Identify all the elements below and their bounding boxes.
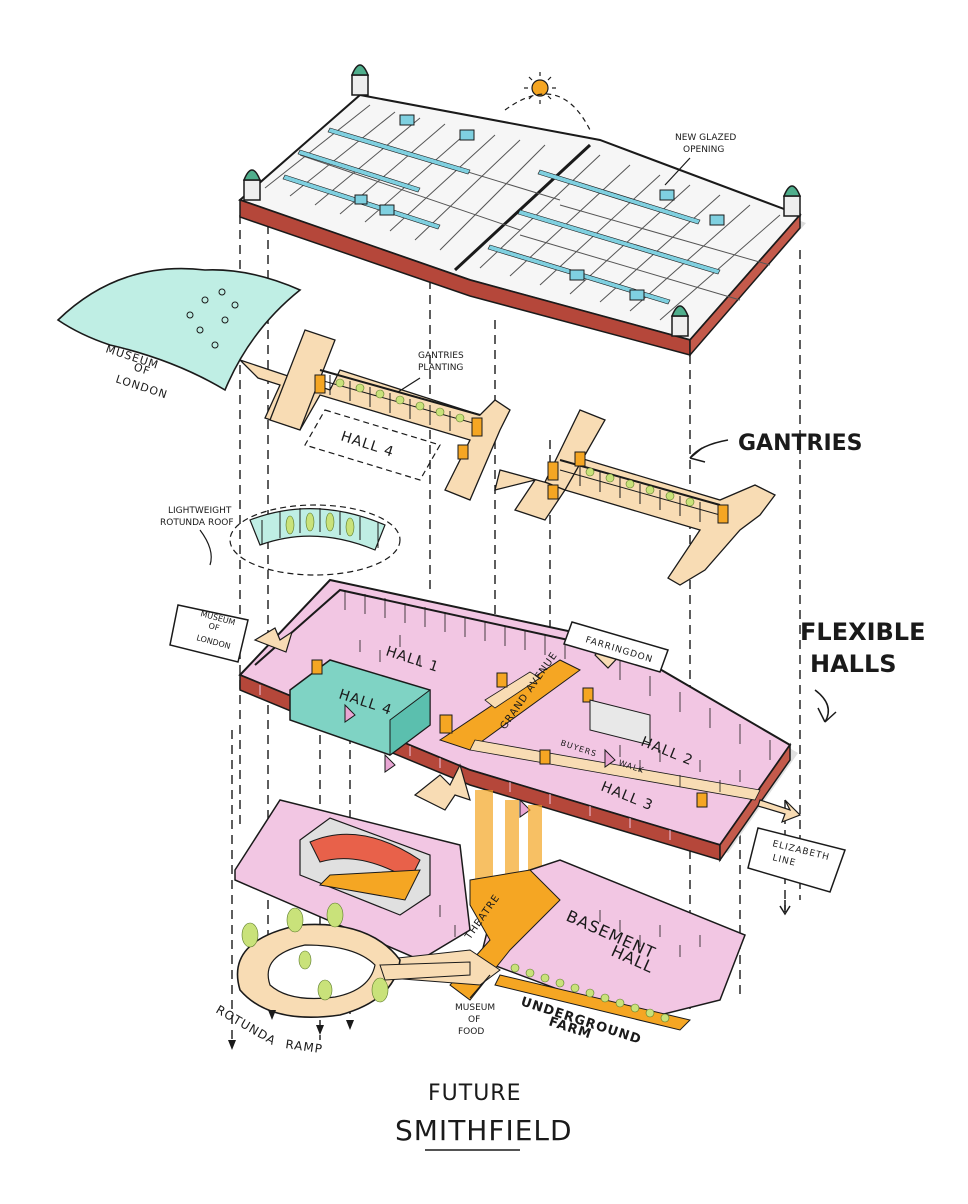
label-museum-london-mid-2: OF: [207, 621, 220, 633]
label-museum-food-2: OF: [468, 1015, 480, 1025]
flexible-halls-heading: FLEXIBLE HALLS: [800, 618, 926, 723]
down-arrow-icon: [779, 900, 791, 916]
museum-of-london-canopy: MUSEUM OF LONDON: [56, 267, 302, 402]
label-museum-food-3: FOOD: [458, 1027, 484, 1037]
title-block: FUTURE SMITHFIELD: [395, 1081, 573, 1151]
rotunda-roof: LIGHTWEIGHT ROTUNDA ROOF: [160, 504, 401, 576]
title-smithfield: SMITHFIELD: [395, 1114, 573, 1147]
gantries-right: [494, 409, 776, 586]
flexible-halls-level: HALL 1 HALL 4 GRAND AVENUE HALL 2 BUYERS…: [238, 578, 802, 863]
new-glazed-opening-label: NEW GLAZED OPENING: [664, 133, 736, 186]
label-rotunda-roof-2: ROTUNDA ROOF: [160, 518, 234, 528]
label-new-glazed-2: OPENING: [683, 145, 724, 155]
elizabeth-line-tag: ELIZABETH LINE: [747, 827, 846, 893]
label-gantries-planting-2: PLANTING: [418, 363, 463, 373]
label-flexible: FLEXIBLE: [800, 618, 926, 646]
label-museum-food-1: MUSEUM: [455, 1003, 495, 1013]
sun-icon: [504, 72, 591, 131]
label-hall4-upper: HALL 4: [339, 429, 396, 461]
label-halls: HALLS: [810, 650, 897, 678]
title-future: FUTURE: [428, 1081, 521, 1106]
label-new-glazed-1: NEW GLAZED: [675, 133, 736, 143]
label-gantries: GANTRIES: [738, 431, 863, 456]
label-rotunda-roof-1: LIGHTWEIGHT: [168, 506, 232, 516]
museum-of-london-tag: MUSEUM OF LONDON: [169, 604, 249, 663]
label-ramp: RAMP: [285, 1037, 324, 1056]
gantries-heading: GANTRIES: [689, 431, 863, 463]
gantries-left: HALL 4 GANTRIES PLANTING: [239, 329, 511, 501]
label-museum-london-top-3: LONDON: [114, 372, 169, 401]
basement-level: THEATRE BASEMENT HALL MUSEUM OF FOOD UND…: [234, 790, 746, 1048]
label-museum-london-top-2: OF: [132, 360, 152, 378]
label-gantries-planting-1: GANTRIES: [418, 351, 464, 361]
market-roof: [238, 64, 806, 358]
